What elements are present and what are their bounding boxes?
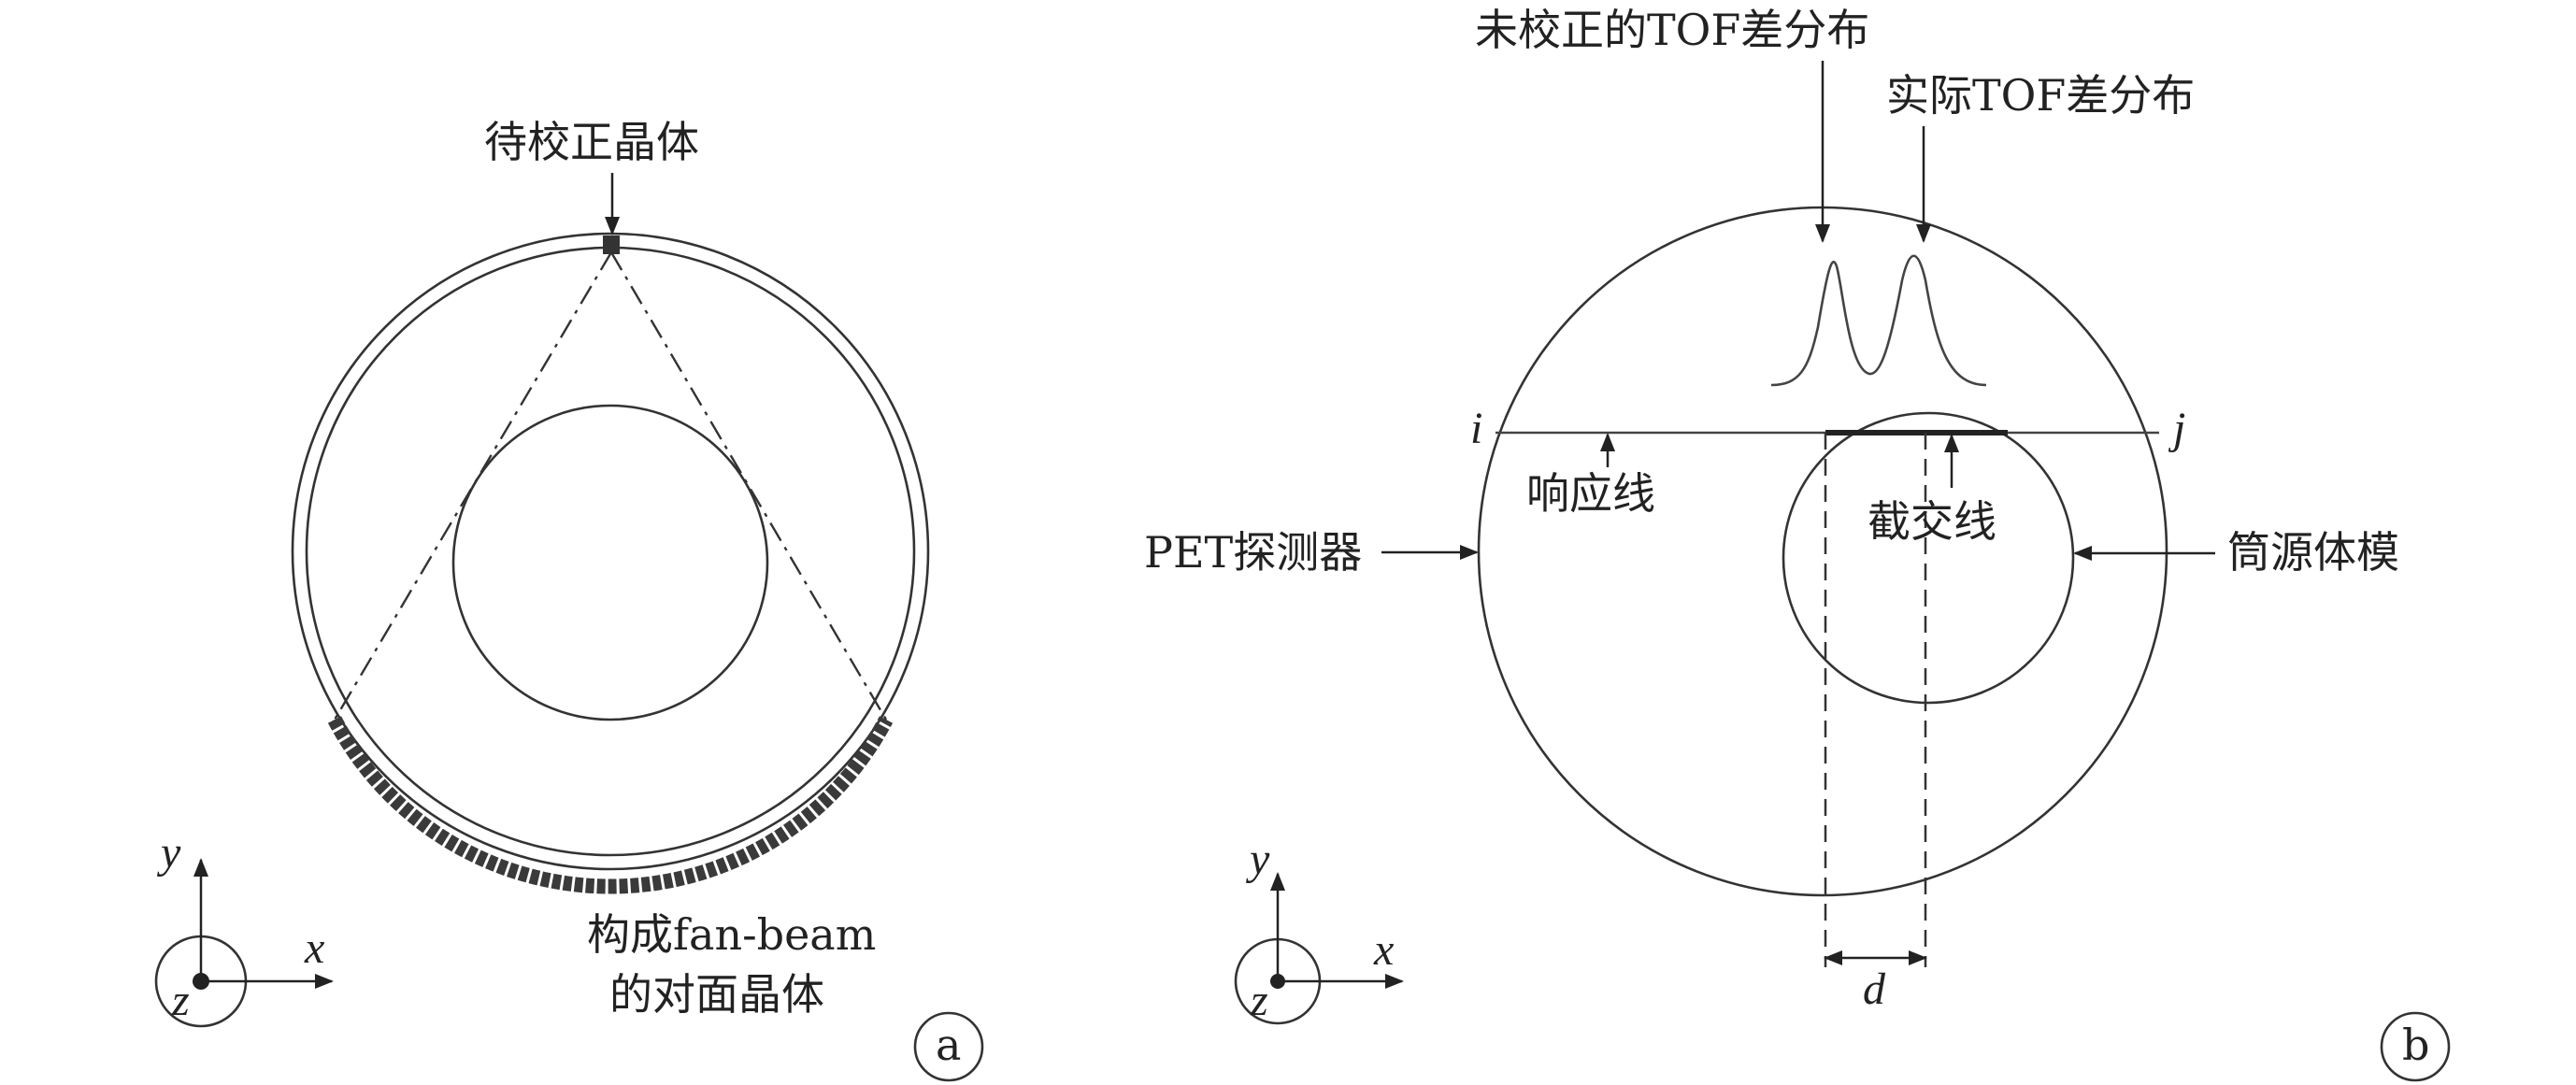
detector-ring-inner — [305, 246, 916, 857]
axis-label-y: y — [156, 828, 181, 878]
axis-label-x-b: x — [1373, 925, 1394, 975]
detector-ring-outer — [291, 232, 930, 871]
label-opposite-crystals-1: 构成fan-beam — [587, 909, 876, 960]
tof-distribution-curves — [1770, 254, 1987, 387]
panel-tag-b-circle — [2380, 1011, 2451, 1082]
label-i: i — [1470, 404, 1482, 453]
panel-a: 待校正晶体 构成fan-beam 的对面晶体 y x z a — [154, 117, 984, 1082]
label-d: d — [1863, 964, 1886, 1014]
label-crystal-to-correct: 待校正晶体 — [484, 117, 699, 167]
label-intercept: 截交线 — [1868, 496, 1996, 547]
axis-label-z-b: z — [1250, 976, 1268, 1025]
axis-label-y-b: y — [1245, 835, 1270, 884]
label-phantom: 筒源体模 — [2227, 527, 2399, 578]
opposite-crystals-arc — [327, 716, 894, 894]
label-lor: 响应线 — [1526, 468, 1655, 519]
panel-tag-a: a — [936, 1020, 961, 1070]
panel-tag-b: b — [2402, 1020, 2429, 1070]
axis-label-x: x — [304, 923, 324, 973]
axes-b: y x z — [1234, 835, 1404, 1025]
label-opposite-crystals-2: 的对面晶体 — [609, 969, 824, 1020]
crystal-to-correct — [603, 236, 620, 254]
label-uncorrected-tof: 未校正的TOF差分布 — [1475, 5, 1869, 55]
axes-a: y x z — [154, 828, 334, 1028]
axis-label-z: z — [171, 976, 190, 1025]
cylinder-phantom-circle — [1782, 411, 2075, 705]
label-pet-detector: PET探测器 — [1144, 527, 1362, 578]
pet-detector-circle — [1477, 206, 2168, 897]
fan-beam-line-left — [333, 251, 613, 721]
panel-tag-a-circle — [913, 1011, 984, 1082]
label-actual-tof: 实际TOF差分布 — [1886, 70, 2195, 121]
phantom-circle — [451, 404, 769, 721]
label-j: j — [2168, 404, 2185, 453]
panel-b: i j d 未校正的TOF差分布 实际TOF差分布 响应线 截交线 PET探测器… — [1144, 5, 2451, 1082]
fan-beam-line-right — [609, 251, 888, 721]
